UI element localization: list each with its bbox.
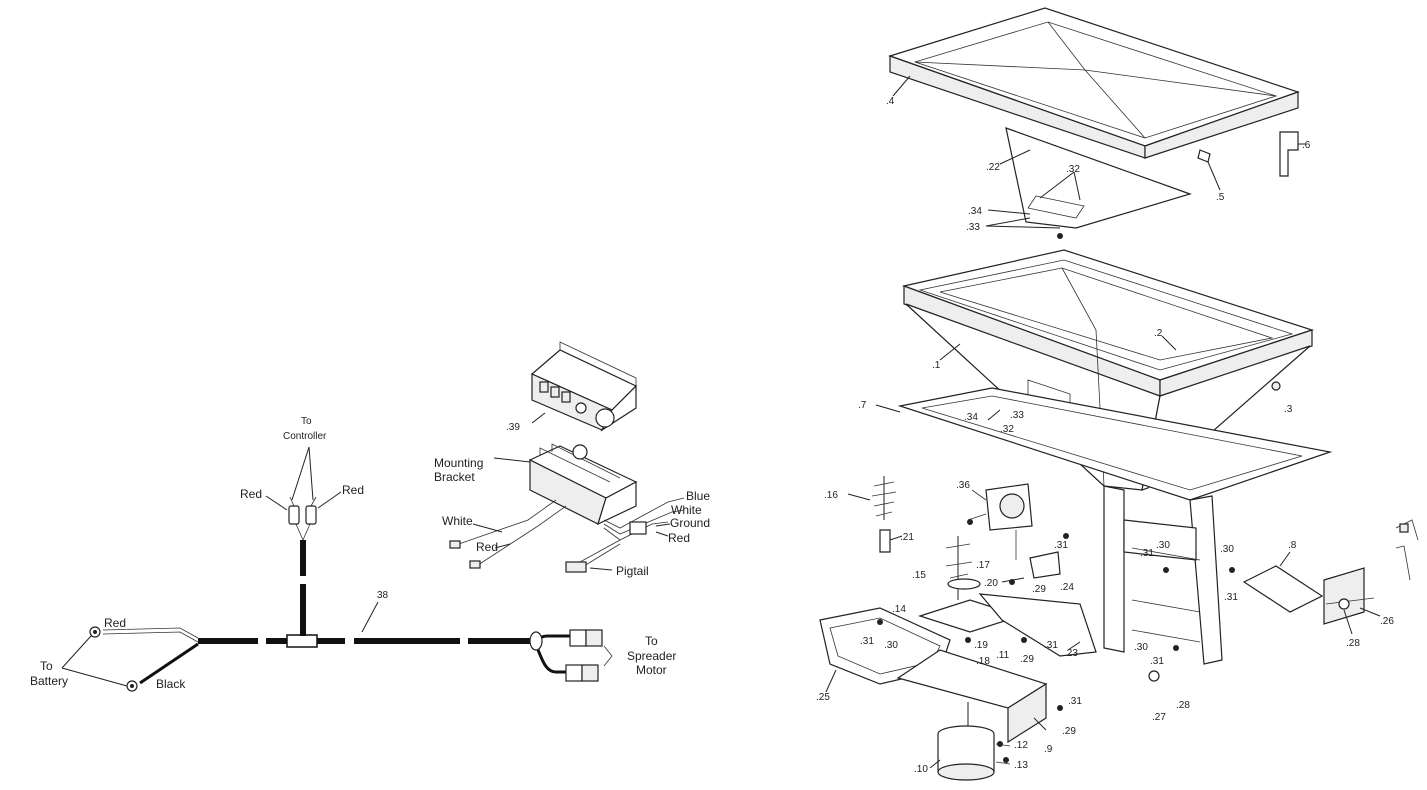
to-battery-label-2: Battery [30,674,68,688]
callout-30c: .30 [884,640,898,651]
callout-31g: .31 [1068,696,1082,707]
hopper-screen [985,127,1192,239]
callout-7: .7 [858,400,867,411]
callout-6: .6 [1302,140,1311,151]
ground-label: Ground [670,516,710,530]
wiring-harness: To Controller Red Red 38 Red To Battery … [30,341,710,692]
side-bracket [1242,519,1419,635]
agitator-assembly [847,476,903,553]
callout-25: .25 [816,692,830,703]
callout-2: .2 [1154,328,1163,339]
callout-33b: .33 [1010,410,1024,421]
blue-label: Blue [686,489,710,503]
gear-motor-36 [967,483,1033,560]
callout-30a: .30 [1156,540,1170,551]
callout-13: .13 [1014,760,1028,771]
red2-label: Red [668,531,690,545]
callout-15: .15 [912,570,926,581]
battery-black-label: Black [156,677,186,691]
callout-labels: .4 .6 .5 .22 .32 .34 .33 .2 .1 .3 .7 .34… [816,96,1394,775]
callout-9: .9 [1044,744,1053,755]
callout-23: .23 [1064,648,1078,659]
spreader-motor-connectors [529,629,613,682]
deflector [978,593,1097,657]
callout-8: .8 [1288,540,1297,551]
callout-30b: .30 [1220,544,1234,555]
to-battery-label-1: To [40,659,53,673]
to-spreader-motor-label-1: To [645,634,658,648]
callout-31d: .31 [860,636,874,647]
callout-14: .14 [892,604,906,615]
callout-34: .34 [968,206,982,217]
callout-36: .36 [956,480,970,491]
callout-16: .16 [824,490,838,501]
callout-28a: .28 [1346,638,1360,649]
callout-33: .33 [966,222,980,233]
callout-31c: .31 [1224,592,1238,603]
red-small-label: Red [476,540,498,554]
callout-30d: .30 [1134,642,1148,653]
motor-plate [896,649,1048,781]
callout-12: .12 [1014,740,1028,751]
mounting-bracket-label-1: Mounting [434,456,483,470]
spreader-frame [875,387,1333,665]
callout-18: .18 [976,656,990,667]
controller-unit [530,341,638,432]
callout-10: .10 [914,764,928,775]
controller-branch-cable [265,446,342,636]
red-left-label: Red [240,487,262,501]
callout-17: .17 [976,560,990,571]
mounting-bracket-unit [449,443,685,573]
to-controller-label-2: Controller [283,431,327,442]
callout-31e: .31 [1044,640,1058,651]
callout-32b: .32 [1000,424,1014,435]
callout-27: .27 [1152,712,1166,723]
callout-28b: .28 [1176,700,1190,711]
red-right-label: Red [342,483,364,497]
part-39-label: .39 [506,422,520,433]
callout-32: .32 [1066,164,1080,175]
callout-29b: .29 [1020,654,1034,665]
battery-leads [61,626,199,692]
callout-21: .21 [900,532,914,543]
spreader-exploded-view: .4 .6 .5 .22 .32 .34 .33 .2 .1 .3 .7 .34… [816,7,1419,781]
callout-20: .20 [984,578,998,589]
to-controller-label-1: To [301,416,312,427]
callout-31f: .31 [1150,656,1164,667]
part-38-label: 38 [377,590,389,601]
mounting-bracket-label-2: Bracket [434,470,475,484]
callout-11: .11 [996,650,1010,661]
callout-31b: .31 [1140,548,1154,559]
hopper-lid [888,7,1306,191]
main-harness-cable [198,601,530,648]
callout-29c: .29 [1062,726,1076,737]
hardware-bolts [877,533,1235,763]
callout-34b: .34 [964,412,978,423]
to-spreader-motor-label-3: Motor [636,663,667,677]
callout-3: .3 [1284,404,1293,415]
pigtail-label: Pigtail [616,564,649,578]
callout-5: .5 [1216,192,1225,203]
to-spreader-motor-label-2: Spreader [627,649,676,663]
callout-19: .19 [974,640,988,651]
callout-24: .24 [1060,582,1074,593]
callout-22: .22 [986,162,1000,173]
callout-29a: .29 [1032,584,1046,595]
battery-red-label: Red [104,616,126,630]
callout-1: .1 [932,360,941,371]
callout-26: .26 [1380,616,1394,627]
white-label: White [442,514,473,528]
white2-label: White [671,503,702,517]
callout-31a: .31 [1054,540,1068,551]
callout-4: .4 [886,96,895,107]
